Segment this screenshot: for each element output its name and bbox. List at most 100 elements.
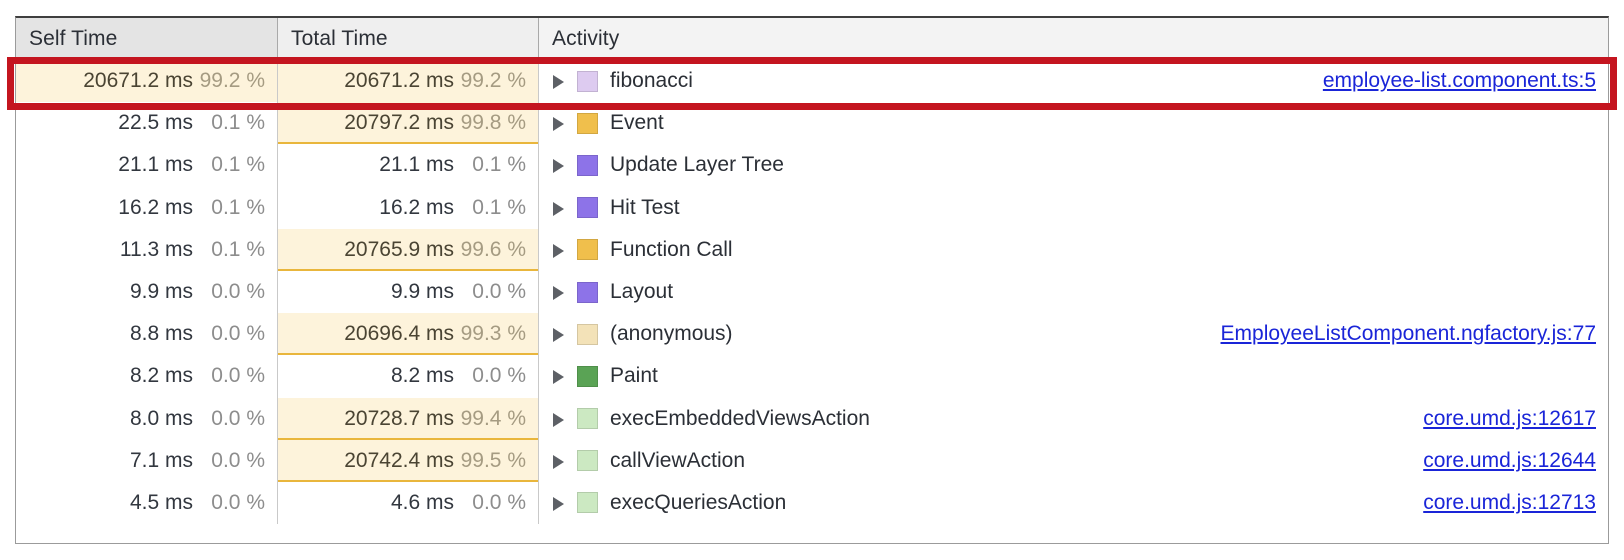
- expand-triangle-icon[interactable]: [549, 156, 567, 174]
- rendering-swatch: [577, 281, 598, 303]
- column-header-total-time[interactable]: Total Time: [278, 18, 539, 59]
- cell-activity: fibonacci employee-list.component.ts:5: [539, 60, 1608, 102]
- self-time-value: 11.3 ms: [119, 237, 193, 261]
- expand-triangle-icon[interactable]: [549, 325, 567, 343]
- total-time-value: 20728.7 ms: [344, 406, 454, 430]
- self-time-value: 7.1 ms: [129, 448, 193, 472]
- activity-name: Layout: [610, 280, 674, 304]
- self-time-percent: 0.0 %: [211, 448, 265, 472]
- total-time-value: 20797.2 ms: [344, 111, 454, 135]
- total-time-value: 16.2 ms: [379, 195, 454, 219]
- column-header-activity[interactable]: Activity: [539, 18, 1608, 59]
- total-time-value: 21.1 ms: [379, 153, 454, 177]
- self-time-value: 22.5 ms: [118, 111, 193, 135]
- source-location-link[interactable]: core.umd.js:12713: [1423, 490, 1596, 514]
- scripting-swatch: [577, 239, 598, 261]
- total-time-value: 20765.9 ms: [344, 237, 454, 261]
- table-header-row: Self Time Total Time Activity: [16, 18, 1608, 60]
- activity-name: Paint: [610, 364, 658, 388]
- self-time-value: 9.9 ms: [129, 280, 193, 304]
- self-time-value: 16.2 ms: [118, 195, 193, 219]
- scripting-light-swatch: [577, 70, 598, 92]
- activity-name: (anonymous): [610, 322, 733, 346]
- expand-triangle-icon[interactable]: [549, 199, 567, 217]
- pale-green-swatch: [577, 450, 598, 472]
- total-time-percent: 99.8 %: [460, 111, 526, 135]
- source-location-link[interactable]: employee-list.component.ts:5: [1322, 69, 1596, 93]
- total-time-percent: 99.3 %: [460, 322, 526, 346]
- self-time-percent: 0.0 %: [211, 490, 265, 514]
- column-header-self-time[interactable]: Self Time: [16, 18, 278, 59]
- expand-triangle-icon[interactable]: [549, 452, 567, 470]
- total-time-value: 8.2 ms: [390, 364, 454, 388]
- total-time-percent: 99.4 %: [460, 406, 526, 430]
- expand-triangle-icon[interactable]: [549, 283, 567, 301]
- total-time-percent: 99.2 %: [460, 69, 526, 93]
- total-time-percent: 99.6 %: [460, 237, 526, 261]
- expand-triangle-icon[interactable]: [549, 114, 567, 132]
- total-time-percent: 0.0 %: [472, 490, 526, 514]
- self-time-percent: 0.0 %: [211, 406, 265, 430]
- total-time-percent: 99.5 %: [460, 448, 526, 472]
- column-header-activity-label: Activity: [552, 26, 620, 50]
- source-location-link[interactable]: core.umd.js:12644: [1423, 448, 1596, 472]
- self-time-percent: 0.0 %: [211, 322, 265, 346]
- self-time-percent: 0.0 %: [211, 364, 265, 388]
- cell-activity: Event: [539, 102, 1608, 144]
- total-time-value: 20742.4 ms: [344, 448, 454, 472]
- expand-triangle-icon[interactable]: [549, 72, 567, 90]
- self-time-percent: 0.1 %: [211, 111, 265, 135]
- self-time-percent: 0.0 %: [211, 280, 265, 304]
- self-time-value: 20671.2 ms: [83, 69, 193, 93]
- cell-activity: Paint: [539, 355, 1608, 397]
- cell-total-time: 8.2 ms 0.0 %: [278, 355, 539, 398]
- expand-triangle-icon[interactable]: [549, 494, 567, 512]
- activity-name: execEmbeddedViewsAction: [610, 406, 870, 430]
- self-time-value: 21.1 ms: [118, 153, 193, 177]
- activity-name: Hit Test: [610, 195, 680, 219]
- activity-name: Event: [610, 111, 664, 135]
- total-time-value: 20671.2 ms: [344, 69, 454, 93]
- scripting-pale-swatch: [577, 323, 598, 345]
- self-time-value: 4.5 ms: [129, 490, 193, 514]
- total-time-percent: 0.0 %: [472, 280, 526, 304]
- scripting-swatch: [577, 112, 598, 134]
- bottom-up-table: Self Time Total Time Activity 20671.2 ms…: [15, 16, 1609, 544]
- expand-triangle-icon[interactable]: [549, 410, 567, 428]
- cell-self-time: 9.9 ms 0.0 %: [16, 270, 278, 314]
- cell-self-time: 11.3 ms 0.1 %: [16, 228, 278, 271]
- self-time-percent: 0.1 %: [211, 195, 265, 219]
- source-location-link[interactable]: core.umd.js:12617: [1423, 406, 1596, 430]
- source-location-link[interactable]: EmployeeListComponent.ngfactory.js:77: [1220, 322, 1596, 346]
- expand-triangle-icon[interactable]: [549, 241, 567, 259]
- self-time-percent: 0.1 %: [211, 237, 265, 261]
- activity-name: fibonacci: [610, 69, 693, 93]
- cell-activity: Hit Test: [539, 187, 1608, 229]
- expand-triangle-icon[interactable]: [549, 367, 567, 385]
- total-time-percent: 0.0 %: [472, 364, 526, 388]
